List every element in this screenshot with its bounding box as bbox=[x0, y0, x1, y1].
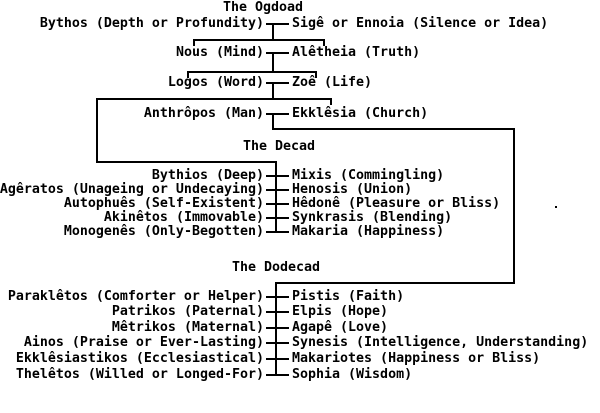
bracket-tick bbox=[193, 41, 195, 46]
dodecad-spine-line bbox=[275, 284, 277, 376]
aeon-name: Paraklêtos (Comforter or Helper) bbox=[7, 289, 264, 304]
dodecad-branch-right-line bbox=[513, 130, 515, 284]
aeon-name: Nous (Mind) bbox=[175, 45, 264, 60]
bracket-line bbox=[96, 98, 332, 100]
aeon-name: Synesis (Intelligence, Understanding) bbox=[292, 335, 589, 350]
pair-connector-line bbox=[266, 189, 289, 191]
aeon-name: Bythos (Depth or Profundity) bbox=[39, 16, 264, 31]
pair-connector-line bbox=[266, 358, 289, 360]
decad-branch-top-line bbox=[96, 161, 277, 163]
bracket-tick bbox=[323, 41, 325, 46]
section-title-dodecad: The Dodecad bbox=[232, 260, 321, 275]
pair-connector-line bbox=[266, 23, 289, 25]
pair-connector-line bbox=[266, 52, 289, 54]
descent-line bbox=[272, 23, 274, 41]
aeon-name: Ekklêsiastikos (Ecclesiastical) bbox=[15, 351, 264, 366]
descent-line bbox=[272, 82, 274, 100]
aeon-name: Logos (Word) bbox=[167, 75, 264, 90]
decad-spine-line bbox=[275, 163, 277, 233]
bracket-line bbox=[187, 71, 317, 73]
aeon-name: Henosis (Union) bbox=[292, 182, 413, 197]
descent-line bbox=[272, 52, 274, 73]
aeon-name: Hêdonê (Pleasure or Bliss) bbox=[292, 196, 501, 211]
aeon-name: Mixis (Commingling) bbox=[292, 168, 445, 183]
pair-connector-line bbox=[266, 82, 289, 84]
aeon-name: Mêtrikos (Maternal) bbox=[111, 320, 264, 335]
aeon-name: Sigê or Ennoia (Silence or Idea) bbox=[292, 16, 549, 31]
section-title-decad: The Decad bbox=[243, 139, 316, 154]
pair-connector-line bbox=[266, 231, 289, 233]
descent-line bbox=[272, 113, 274, 130]
aeon-name: Patrikos (Paternal) bbox=[111, 304, 264, 319]
bracket-tick bbox=[187, 73, 189, 78]
aeon-name: Anthrôpos (Man) bbox=[143, 106, 264, 121]
aeon-name: Ainos (Praise or Ever-Lasting) bbox=[23, 335, 264, 350]
aeon-name: Autophuês (Self-Existent) bbox=[63, 196, 264, 211]
aeon-name: Pistis (Faith) bbox=[292, 289, 405, 304]
pair-connector-line bbox=[266, 175, 289, 177]
pair-connector-line bbox=[266, 374, 289, 376]
aeon-name: Elpis (Hope) bbox=[292, 304, 389, 319]
aeon-name: Alêtheia (Truth) bbox=[292, 45, 421, 60]
pair-connector-line bbox=[266, 296, 289, 298]
aeon-name: Ekklêsia (Church) bbox=[292, 106, 429, 121]
aeon-name: Agêratos (Unageing or Undecaying) bbox=[0, 182, 264, 197]
bracket-line bbox=[193, 39, 325, 41]
pair-connector-line bbox=[266, 311, 289, 313]
pair-connector-line bbox=[266, 342, 289, 344]
section-title-ogdoad: The Ogdoad bbox=[223, 0, 304, 15]
aeon-name: Makaria (Happiness) bbox=[292, 224, 445, 239]
aeon-name: Agapê (Love) bbox=[292, 320, 389, 335]
pair-connector-line bbox=[266, 113, 289, 115]
aeon-name: Synkrasis (Blending) bbox=[292, 210, 453, 225]
aeon-name: Makariotes (Happiness or Bliss) bbox=[292, 351, 541, 366]
aeon-name: Thelêtos (Willed or Longed-For) bbox=[15, 367, 264, 382]
aeon-name: Sophia (Wisdom) bbox=[292, 367, 413, 382]
artifact-dot bbox=[555, 206, 557, 208]
aeon-name: Bythios (Deep) bbox=[151, 168, 264, 183]
aeon-name: Zoê (Life) bbox=[292, 75, 373, 90]
pair-connector-line bbox=[266, 327, 289, 329]
pair-connector-line bbox=[266, 203, 289, 205]
dodecad-branch-bottom-line bbox=[275, 282, 515, 284]
bracket-tick bbox=[330, 100, 332, 105]
aeon-name: Monogenês (Only-Begotten) bbox=[63, 224, 264, 239]
decad-branch-left-line bbox=[96, 100, 98, 163]
aeon-name: Akinêtos (Immovable) bbox=[103, 210, 264, 225]
pair-connector-line bbox=[266, 217, 289, 219]
dodecad-branch-top-line bbox=[272, 128, 515, 130]
bracket-tick bbox=[315, 73, 317, 78]
